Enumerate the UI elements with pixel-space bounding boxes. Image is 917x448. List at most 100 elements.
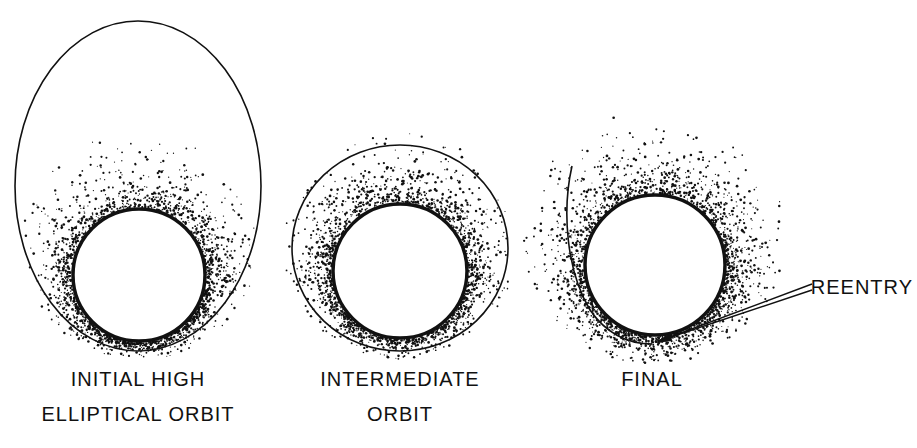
stipple-dot <box>76 226 77 227</box>
stipple-dot <box>134 198 136 200</box>
stipple-dot <box>58 306 60 308</box>
stipple-dot <box>189 222 190 223</box>
stipple-dot <box>220 277 221 278</box>
stipple-dot <box>356 345 357 346</box>
stipple-dot <box>202 328 204 330</box>
stipple-dot <box>209 304 210 305</box>
stipple-dot <box>87 332 88 333</box>
stipple-dot <box>191 323 193 325</box>
stipple-dot <box>66 256 68 258</box>
stipple-dot <box>186 187 188 189</box>
stipple-dot <box>190 343 191 344</box>
stipple-dot <box>84 222 87 225</box>
stipple-dot <box>222 291 224 293</box>
stipple-dot <box>218 279 220 281</box>
stipple-dot <box>218 264 221 267</box>
stipple-dot <box>197 231 199 233</box>
stipple-dot <box>202 201 204 203</box>
stipple-dot <box>143 175 145 177</box>
stipple-dot <box>66 254 68 256</box>
stipple-dot <box>78 337 80 339</box>
stipple-dot <box>159 144 160 145</box>
stipple-dot <box>199 231 201 233</box>
stipple-dot <box>98 208 99 209</box>
stipple-dot <box>63 250 64 251</box>
stipple-dot <box>206 307 207 308</box>
stipple-dot <box>333 316 334 317</box>
stipple-dot <box>204 248 206 250</box>
stipple-dot <box>47 304 49 306</box>
stipple-dot <box>73 331 74 332</box>
stipple-dot <box>167 352 170 355</box>
stipple-dot <box>204 219 205 220</box>
stipple-dot <box>212 268 213 269</box>
stipple-dot <box>166 339 167 340</box>
stipple-dot <box>61 240 63 242</box>
stipple-dot <box>190 327 192 329</box>
stipple-dot <box>184 187 185 188</box>
stipple-dot <box>77 316 78 317</box>
stipple-dot <box>221 236 224 239</box>
stipple-dot <box>179 188 181 190</box>
stipple-dot <box>240 217 242 219</box>
stipple-dot <box>210 263 211 264</box>
stipple-dot <box>81 220 83 222</box>
stipple-dot <box>36 205 37 206</box>
stipple-dot <box>54 225 57 228</box>
stipple-dot <box>73 299 75 301</box>
stipple-dot <box>109 202 110 203</box>
stipple-dot <box>65 302 67 304</box>
stipple-dot <box>65 284 68 287</box>
stipple-dot <box>443 146 445 148</box>
stipple-dot <box>69 245 72 248</box>
stipple-dot <box>153 193 155 195</box>
stipple-dot <box>65 305 67 307</box>
stipple-dot <box>77 325 80 328</box>
stipple-dot <box>89 201 91 203</box>
stipple-dot <box>198 238 199 239</box>
stipple-dot <box>100 178 101 179</box>
stipple-dot <box>145 352 147 354</box>
stipple-dot <box>185 221 187 223</box>
stipple-dot <box>253 227 254 228</box>
stipple-dot <box>217 295 218 296</box>
stipple-dot <box>78 311 80 313</box>
stipple-dot <box>204 220 206 222</box>
stipple-dot <box>123 181 125 183</box>
stipple-dot <box>143 348 144 349</box>
stipple-dot <box>63 296 65 298</box>
stipple-dot <box>119 346 120 347</box>
stipple-dot <box>188 325 191 328</box>
stipple-dot <box>212 299 215 302</box>
stipple-dot <box>63 312 65 314</box>
stipple-dot <box>134 343 135 344</box>
stipple-dot <box>194 328 196 330</box>
stipple-dot <box>194 217 196 219</box>
stipple-dot <box>146 194 148 196</box>
stipple-dot <box>184 183 186 185</box>
stipple-dot <box>61 292 62 293</box>
stipple-dot <box>401 352 403 354</box>
stipple-dot <box>158 354 159 355</box>
stipple-dot <box>76 239 77 240</box>
stipple-dot <box>347 189 349 191</box>
stipple-dot <box>139 204 141 206</box>
stipple-dot <box>75 199 77 201</box>
stipple-dot <box>323 296 325 298</box>
stipple-dot <box>95 197 98 200</box>
stipple-dot <box>72 216 74 218</box>
stipple-dot <box>110 211 111 212</box>
stipple-dot <box>340 328 342 330</box>
stipple-dot <box>103 189 106 192</box>
stipple-dot <box>129 199 131 201</box>
stipple-dot <box>90 156 92 158</box>
stipple-dot <box>360 180 363 183</box>
stipple-dot <box>55 241 56 242</box>
stipple-dot <box>324 225 325 226</box>
stipple-dot <box>69 279 71 281</box>
stipple-dot <box>77 332 78 333</box>
stipple-dot <box>63 265 65 267</box>
stipple-dot <box>85 231 86 232</box>
stipple-dot <box>207 240 208 241</box>
stipple-dot <box>116 208 118 210</box>
